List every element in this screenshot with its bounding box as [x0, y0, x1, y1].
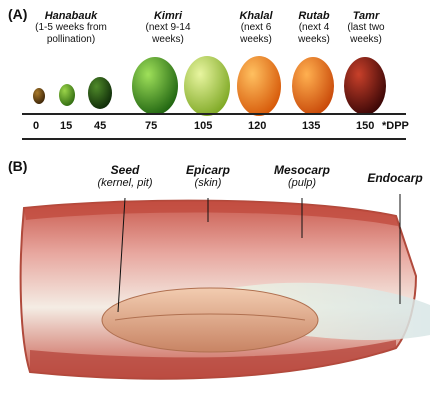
- fruit-45dpp: [88, 77, 112, 109]
- part-epicarp: Epicarp (skin): [178, 164, 238, 190]
- part-mesocarp: Mesocarp (pulp): [268, 164, 336, 190]
- part-desc: (kernel, pit): [80, 177, 170, 190]
- part-desc: (skin): [178, 177, 238, 190]
- panel-b-label: (B): [8, 158, 27, 174]
- part-name: Epicarp: [178, 164, 238, 177]
- fruit-75dpp: [132, 57, 178, 115]
- fruit-15dpp: [59, 84, 75, 106]
- day-label: 75: [145, 120, 157, 132]
- fruit-0dpp: [33, 88, 45, 104]
- part-endocarp: Endocarp: [362, 172, 428, 185]
- part-name: Endocarp: [362, 172, 428, 185]
- day-label: 135: [302, 120, 320, 132]
- part-desc: (pulp): [268, 177, 336, 190]
- part-name: Mesocarp: [268, 164, 336, 177]
- part-name: Seed: [80, 164, 170, 177]
- day-label: 150: [356, 120, 374, 132]
- axis-rule-bottom: [22, 138, 406, 140]
- axis-rule-top: [22, 113, 406, 115]
- day-label: 15: [60, 120, 72, 132]
- fruit-150dpp: [344, 57, 386, 115]
- day-label: 120: [248, 120, 266, 132]
- fruit-105dpp: [184, 56, 230, 116]
- day-label: 105: [194, 120, 212, 132]
- day-label: 0: [33, 120, 39, 132]
- part-seed: Seed (kernel, pit): [80, 164, 170, 190]
- day-label: 45: [94, 120, 106, 132]
- days-unit: *DPP: [382, 120, 409, 132]
- seed-kernel: [102, 288, 318, 352]
- fruit-135dpp: [292, 57, 334, 115]
- fruit-120dpp: [237, 56, 281, 116]
